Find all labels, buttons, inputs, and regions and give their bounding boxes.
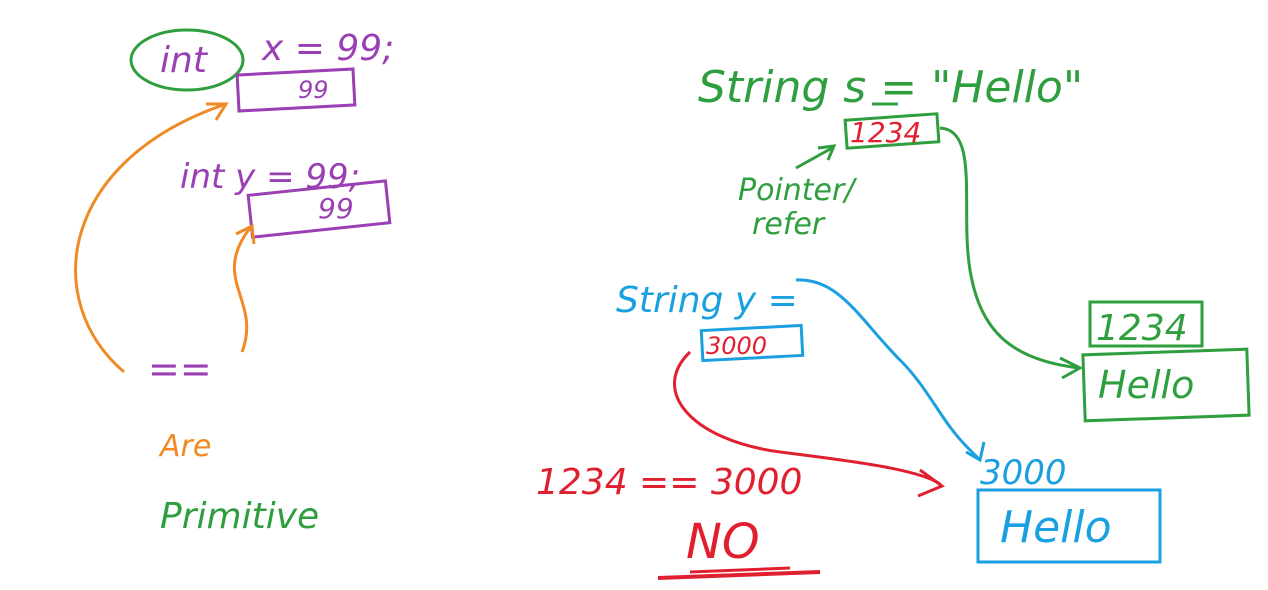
reference-box-y-value: 3000 bbox=[706, 332, 767, 360]
declaration-string-y: String y = bbox=[616, 280, 798, 321]
label-are: Are bbox=[158, 429, 211, 464]
arrow-y-to-heap bbox=[795, 278, 982, 462]
pointer-arrowhead bbox=[817, 144, 837, 161]
heap-address-box-1 bbox=[1088, 300, 1204, 348]
arrow-comparison bbox=[673, 350, 941, 486]
reference-box-y bbox=[699, 323, 805, 363]
equality-operator: == bbox=[148, 347, 212, 391]
reference-box-s bbox=[843, 112, 941, 150]
arrow-to-box-y bbox=[232, 227, 252, 353]
verdict-no: NO bbox=[686, 514, 760, 570]
declaration-y: int y = 99; bbox=[180, 157, 360, 197]
declaration-x: x = 99; bbox=[261, 28, 394, 69]
pointer-arrow bbox=[795, 146, 833, 170]
reference-box-s-value: 1234 bbox=[850, 116, 921, 149]
heap-value-2: Hello bbox=[1000, 502, 1112, 553]
heap-object-box-2 bbox=[976, 488, 1162, 564]
heap-object-box-1 bbox=[1081, 347, 1251, 423]
memory-box-x-value: 99 bbox=[298, 76, 329, 104]
arrowhead-y-to-heap bbox=[965, 441, 986, 463]
memory-box-y-value: 99 bbox=[318, 192, 354, 225]
verdict-underline-2 bbox=[689, 566, 791, 574]
int-keyword: int bbox=[160, 40, 209, 81]
memory-box-x bbox=[235, 67, 357, 113]
arrowhead-s-to-heap bbox=[1059, 356, 1084, 380]
arrowhead-box-y bbox=[235, 223, 256, 245]
label-primitive: Primitive bbox=[160, 496, 319, 537]
verdict-underline-1 bbox=[657, 570, 821, 580]
comparison-expression: 1234 == 3000 bbox=[536, 462, 802, 503]
heap-address-2: 3000 bbox=[980, 453, 1067, 493]
arrow-to-box-x bbox=[74, 102, 227, 374]
arrow-s-to-heap bbox=[939, 126, 1081, 370]
arrowhead-comparison bbox=[917, 468, 946, 498]
label-pointer: Pointer/ bbox=[738, 173, 857, 208]
memory-box-y bbox=[246, 179, 392, 239]
label-refer: refer bbox=[752, 207, 826, 242]
heap-address-1: 1234 bbox=[1096, 308, 1188, 349]
int-highlight-circle bbox=[129, 28, 245, 92]
heap-value-1: Hello bbox=[1098, 363, 1194, 407]
arrowhead-box-x bbox=[206, 102, 229, 121]
